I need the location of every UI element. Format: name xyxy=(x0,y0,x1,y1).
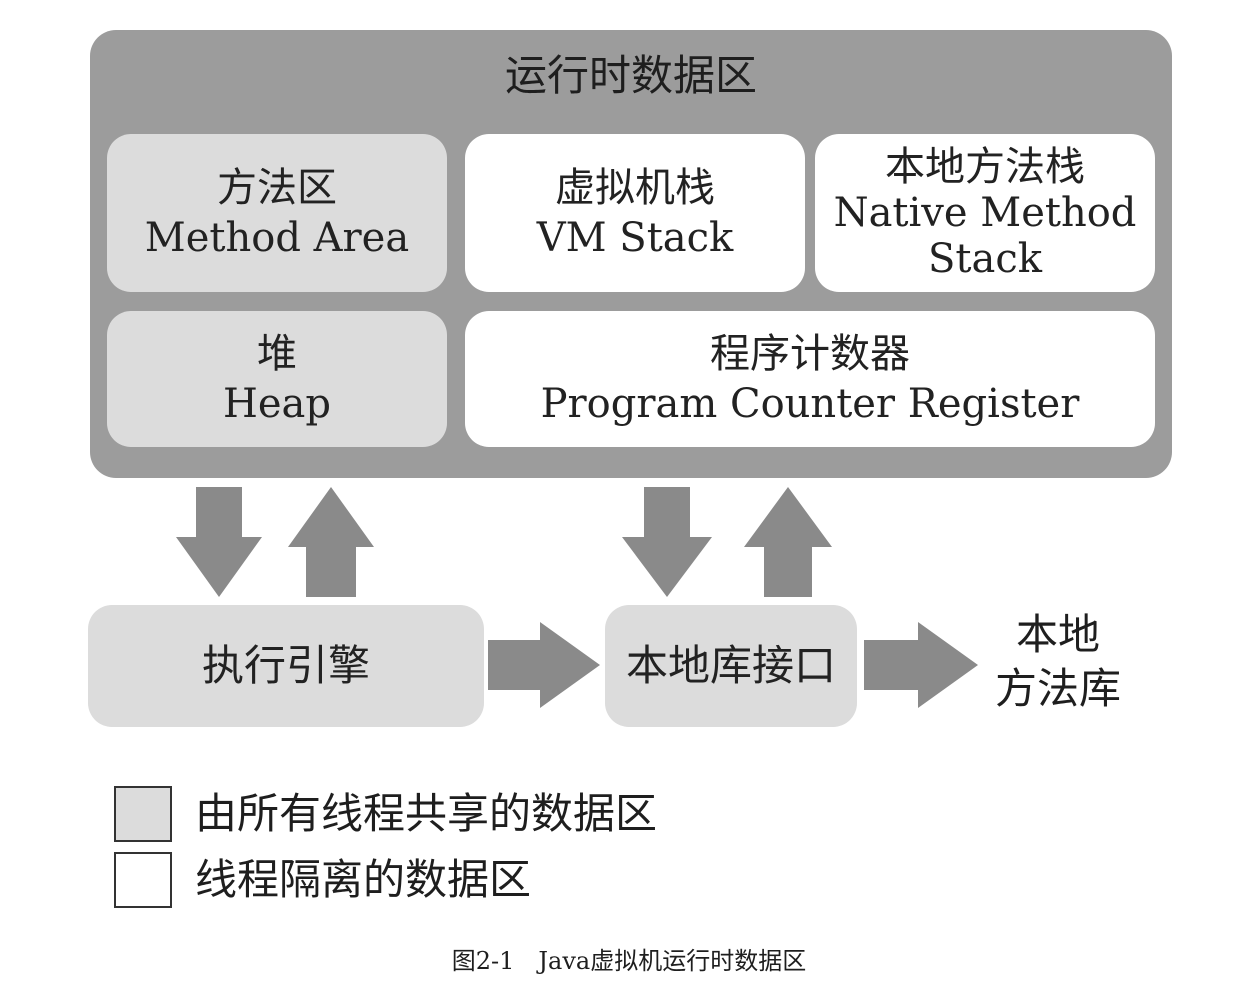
native-method-stack-box: 本地方法栈 Native Method Stack xyxy=(815,134,1155,292)
legend-shared-swatch xyxy=(114,786,172,842)
native-library-line2: 方法库 xyxy=(994,664,1121,713)
heap-zh: 堆 xyxy=(257,331,297,377)
arrow-right-icon xyxy=(488,622,600,708)
heap-box: 堆 Heap xyxy=(107,311,447,447)
runtime-data-area-title: 运行时数据区 xyxy=(504,51,757,100)
arrow-down-icon xyxy=(622,487,712,597)
pc-register-box: 程序计数器 Program Counter Register xyxy=(465,311,1155,447)
native-interface-label: 本地库接口 xyxy=(625,641,836,690)
method-area-zh: 方法区 xyxy=(217,165,337,211)
vm-stack-en: VM Stack xyxy=(536,215,734,261)
vm-stack-box: 虚拟机栈 VM Stack xyxy=(465,134,805,292)
figure-caption: 图2-1 Java虚拟机运行时数据区 xyxy=(451,947,807,975)
arrow-up-icon xyxy=(744,487,832,597)
legend-isolated-label: 线程隔离的数据区 xyxy=(195,855,532,904)
execution-engine-box: 执行引擎 xyxy=(88,605,484,727)
native-library-text: 本地 方法库 xyxy=(968,608,1148,716)
arrow-right-icon xyxy=(864,622,978,708)
pc-register-zh: 程序计数器 xyxy=(710,331,910,377)
native-method-stack-en-line2: Stack xyxy=(928,236,1042,282)
native-interface-box: 本地库接口 xyxy=(605,605,857,727)
vm-stack-zh: 虚拟机栈 xyxy=(555,165,715,211)
execution-engine-label: 执行引擎 xyxy=(201,641,370,690)
arrow-up-icon xyxy=(288,487,374,597)
native-method-stack-zh: 本地方法栈 xyxy=(885,144,1085,190)
heap-en: Heap xyxy=(222,381,331,427)
legend-shared-label: 由所有线程共享的数据区 xyxy=(195,789,658,838)
native-method-stack-en-line1: Native Method xyxy=(833,190,1137,236)
arrow-down-icon xyxy=(176,487,262,597)
method-area-en: Method Area xyxy=(144,215,410,261)
native-library-line1: 本地 xyxy=(1015,610,1100,659)
legend-isolated-swatch xyxy=(114,852,172,908)
pc-register-en: Program Counter Register xyxy=(540,381,1080,427)
method-area-box: 方法区 Method Area xyxy=(107,134,447,292)
